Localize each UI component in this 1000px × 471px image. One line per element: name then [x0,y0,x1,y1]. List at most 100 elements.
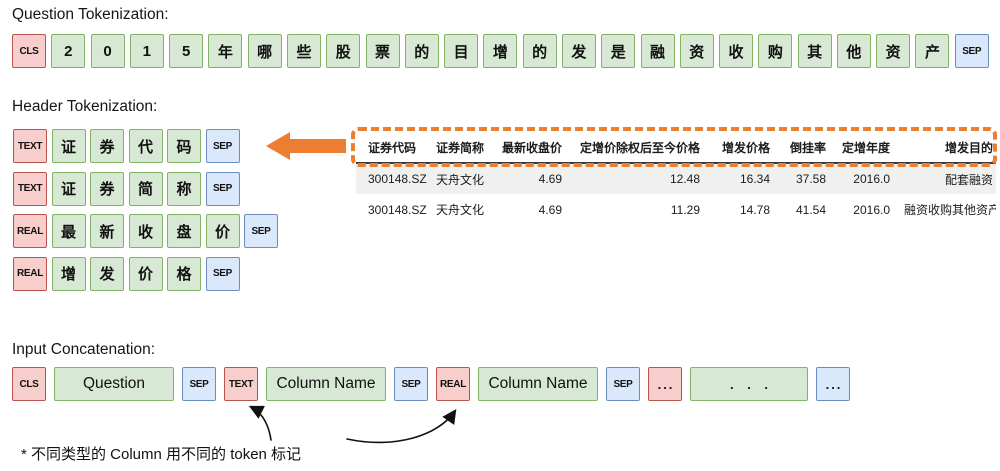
token-char: 发 [90,256,124,291]
token-wide: Column Name [478,367,598,401]
token-char: 发 [561,34,596,68]
table-cell: 16.34 [739,172,770,186]
token-char: 其 [797,34,832,68]
table-header-cell: 倒挂率 [782,132,838,164]
token-char: 券 [90,171,124,206]
token-char: 增 [51,256,86,291]
table-cell: 2016.0 [853,172,890,186]
table-header-cell: 定增年度 [838,132,904,164]
token-char: 1 [129,34,164,68]
token-char: 称 [167,171,201,206]
token-real: REAL [436,367,470,401]
token-char: 收 [719,34,754,68]
token-char: 2 [51,34,86,68]
token-char: 他 [836,34,871,68]
table-header-cell: 增发价格 [712,132,782,164]
token-char: 目 [444,34,479,68]
table-cell: 2016.0 [853,202,890,217]
table-header-row: 证券代码证券简称最新收盘价定增价除权后至今价格增发价格倒挂率定增年度增发目的 [356,132,996,164]
input-concatenation-title: Input Concatenation: [12,341,156,358]
table-cell: 4.69 [538,172,562,186]
source-table: 证券代码证券简称最新收盘价定增价除权后至今价格增发价格倒挂率定增年度增发目的 30… [356,132,996,225]
table-cell: 300148.SZ [368,202,427,217]
token-char: 证 [51,171,86,206]
token-wide: Question [54,367,174,401]
source-table-wrap: 证券代码证券简称最新收盘价定增价除权后至今价格增发价格倒挂率定增年度增发目的 30… [356,132,996,225]
header-tokenization-title: Header Tokenization: [12,98,158,115]
table-header-cell: 增发目的 [904,132,996,164]
token-dots: ... [816,367,850,401]
token-char: 新 [90,214,124,248]
table-cell: 天舟文化 [436,203,485,217]
token-sep: SEP [205,171,240,206]
token-char: 券 [90,129,124,163]
token-cls: CLS [12,34,46,68]
table-cell: 14.78 [739,202,770,217]
table-cell: 300148.SZ [368,172,427,186]
token-char: 最 [51,214,86,248]
token-dots: ... [648,367,682,401]
token-wide: Column Name [266,367,386,401]
token-text: TEXT [13,129,47,163]
token-char: 产 [915,34,950,68]
question-tokenization-title: Question Tokenization: [12,6,169,23]
token-char: 简 [128,171,163,206]
token-char: 资 [679,34,714,68]
table-cell: 11.29 [670,202,700,217]
token-char: 的 [404,34,439,68]
table-header-cell: 最新收盘价 [498,132,574,164]
token-sep: SEP [182,367,216,401]
token-char: 融 [640,34,675,68]
token-sep: SEP [606,367,640,401]
token-char: 证 [51,129,86,163]
token-char: 5 [169,34,204,68]
token-char: 增 [483,34,518,68]
token-char: 价 [128,256,163,291]
table-header-cell: 证券代码 [356,132,434,164]
token-char: 资 [876,34,911,68]
token-char: 股 [326,34,361,68]
token-char: 0 [90,34,125,68]
token-char: 代 [128,129,163,163]
token-char: 年 [208,34,243,68]
table-row: 300148.SZ 天舟文化 4.69 11.29 14.78 41.54 2016.0 融资… [356,194,996,225]
token-text: TEXT [13,171,47,206]
table-cell: 4.69 [538,202,562,217]
footnote: * 不同类型的 Column 用不同的 token 标记 [21,446,302,463]
orange-left-arrow-icon [266,132,346,160]
table-header-cell: 定增价除权后至今价格 [574,132,712,164]
token-char: 票 [365,34,400,68]
token-text: TEXT [224,367,258,401]
token-cls: CLS [12,367,46,401]
table-cell: 12.48 [669,172,700,186]
token-real: REAL [13,256,47,291]
token-char: 盘 [167,214,201,248]
token-sep: SEP [394,367,428,401]
table-cell: 融资收购其他资产 [904,203,996,217]
token-char: 码 [167,129,201,163]
token-sep: SEP [244,214,278,248]
token-char: 价 [205,214,240,248]
token-char: 购 [758,34,793,68]
curved-arrow-to-real-icon [346,409,457,444]
token-dots-wide: . . . [690,367,808,401]
table-cell: 37.58 [795,172,826,186]
token-char: 哪 [247,34,282,68]
token-char: 是 [601,34,636,68]
token-char: 格 [167,256,201,291]
token-sep: SEP [205,129,240,163]
table-header-cell: 证券简称 [434,132,498,164]
token-sep: SEP [205,256,240,291]
token-char: 收 [128,214,163,248]
table-cell: 41.54 [795,202,826,217]
token-sep: SEP [954,34,989,68]
token-char: 些 [286,34,321,68]
